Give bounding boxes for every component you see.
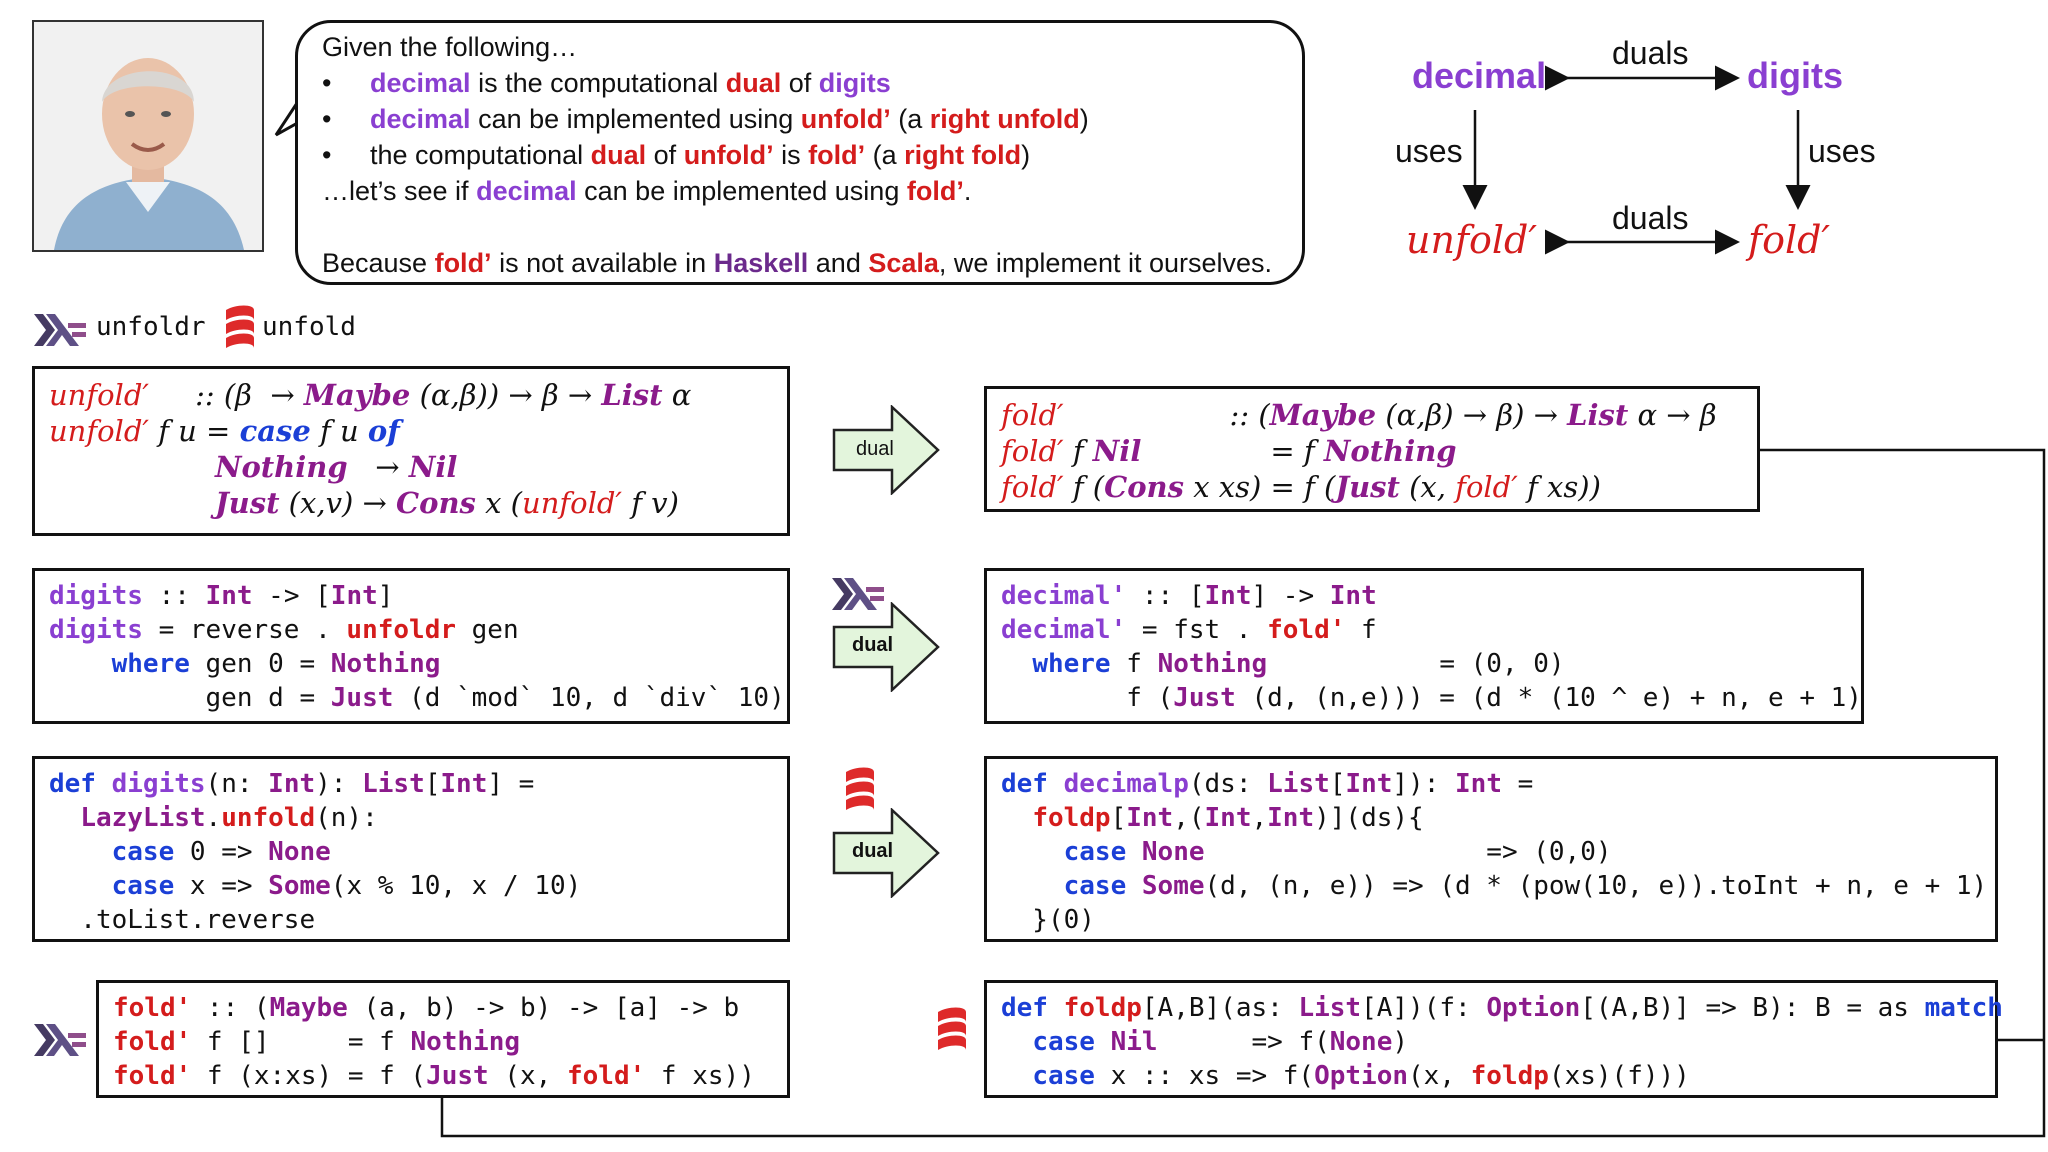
- bubble-line-4: …let’s see if decimal can be implemented…: [322, 176, 972, 206]
- person-photo-icon: [34, 22, 262, 250]
- author-avatar: [32, 20, 264, 252]
- diagram-uses-right: uses: [1808, 133, 1876, 169]
- dual-arrow-3: [832, 808, 940, 898]
- dual-label-3: dual: [852, 840, 894, 862]
- dual-label-2: dual: [852, 634, 894, 656]
- bubble-bullet-3: the computational dual of unfold’ is fol…: [322, 137, 1278, 173]
- bubble-intro: Given the following…: [322, 32, 578, 62]
- bubble-bullet-1: decimal is the computational dual of dig…: [322, 65, 1278, 101]
- haskell-digits-box: digits :: Int -> [Int] digits = reverse …: [32, 568, 790, 724]
- haskell-logo-icon: [34, 1024, 86, 1056]
- haskell-logo-icon: [832, 578, 884, 610]
- legend-scala-unfold: unfold: [262, 312, 356, 342]
- dual-arrow-1: [832, 405, 940, 495]
- haskell-fold-box: fold' :: (Maybe (a, b) -> b) -> [a] -> b…: [96, 980, 790, 1098]
- diagram-unfold: unfold′: [1406, 218, 1537, 262]
- diagram-fold: fold′: [1748, 218, 1831, 262]
- fold-math-box: fold′ :: (Maybe (α,β) → β) → List α → β …: [984, 386, 1760, 512]
- dual-label-1: dual: [856, 438, 894, 460]
- bubble-bullet-2: decimal can be implemented using unfold’…: [322, 101, 1278, 137]
- diagram-arrows: [1462, 65, 1811, 255]
- diagram-duals-top: duals: [1612, 35, 1689, 71]
- scala-decimalp-box: def decimalp(ds: List[Int]): Int = foldp…: [984, 756, 1998, 942]
- bubble-tail-icon: [274, 96, 303, 137]
- scala-foldp-box: def foldp[A,B](as: List[A])(f: Option[(A…: [984, 980, 2003, 1098]
- diagram-decimal: decimal: [1412, 55, 1547, 96]
- scala-logo-icon: [938, 1007, 966, 1050]
- scala-digits-box: def digits(n: Int): List[Int] = LazyList…: [32, 756, 790, 942]
- speech-bubble: Given the following… decimal is the comp…: [295, 20, 1305, 285]
- scala-logo-icon: [226, 305, 254, 348]
- bubble-line-5: Because fold’ is not available in Haskel…: [322, 248, 1273, 278]
- haskell-decimal-box: decimal' :: [Int] -> Int decimal' = fst …: [984, 568, 1864, 724]
- dual-arrow-2: [832, 602, 940, 692]
- haskell-logo-icon: [34, 314, 86, 346]
- scala-logo-icon: [846, 767, 874, 810]
- legend-haskell-unfoldr: unfoldr: [96, 312, 206, 342]
- diagram-digits: digits: [1747, 55, 1843, 96]
- diagram-uses-left: uses: [1395, 133, 1463, 169]
- unfold-math-box: unfold′ :: (β → Maybe (α,β)) → β → List …: [32, 366, 790, 536]
